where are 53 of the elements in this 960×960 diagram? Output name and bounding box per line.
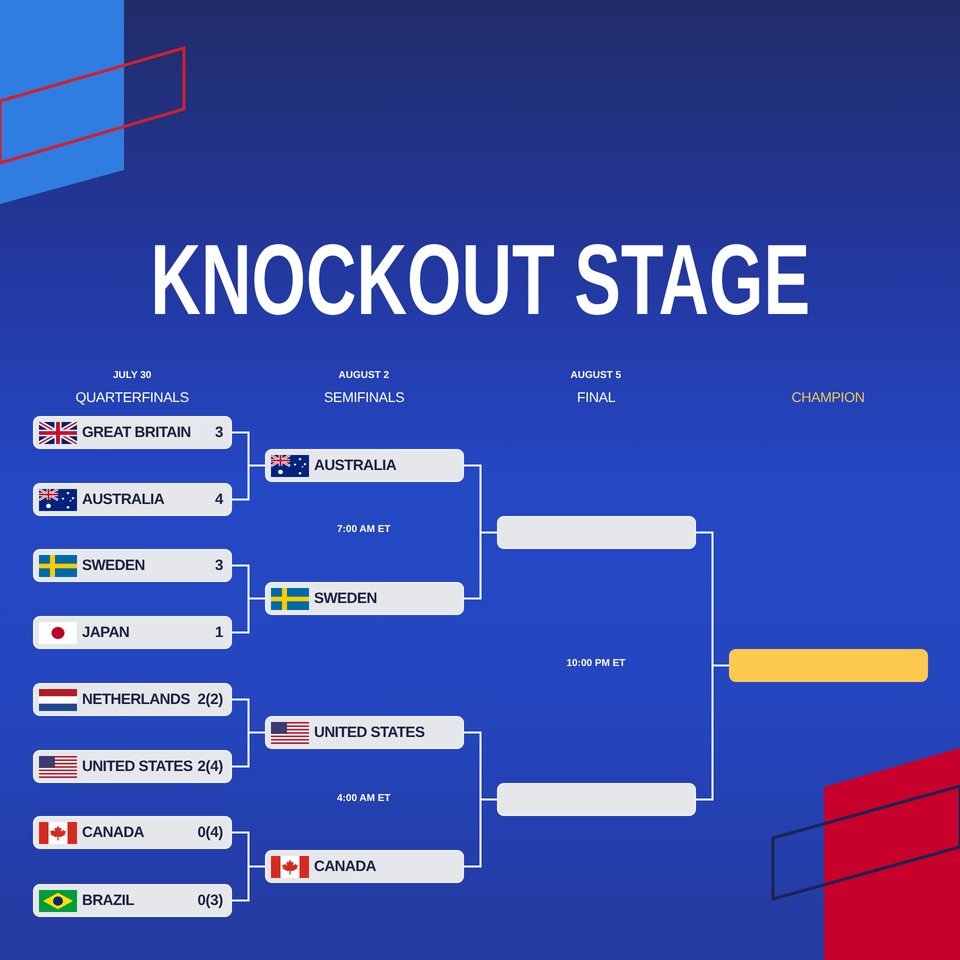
team-name: NETHERLANDS bbox=[82, 691, 190, 709]
bracket-line bbox=[232, 464, 265, 500]
time-label: 4:00 AM ET bbox=[337, 793, 391, 804]
team-box bbox=[33, 616, 232, 649]
time-label: 10:00 PM ET bbox=[566, 658, 626, 670]
bracket-line bbox=[232, 732, 265, 768]
title: KNOCKOUT STAGE bbox=[150, 226, 810, 334]
bracket-line bbox=[464, 798, 497, 868]
team-name: AUSTRALIA bbox=[314, 457, 396, 475]
bracket-line bbox=[232, 866, 265, 902]
date-label: JULY 30 bbox=[113, 370, 152, 382]
score: 0(4) bbox=[198, 824, 223, 842]
empty-slot-box bbox=[497, 783, 696, 816]
bracket-line bbox=[464, 532, 497, 600]
team-box bbox=[33, 884, 232, 917]
score: 4 bbox=[214, 491, 223, 509]
team-box bbox=[33, 549, 232, 582]
score: 2(2) bbox=[198, 691, 223, 709]
team-box bbox=[33, 750, 232, 783]
team-box bbox=[265, 716, 464, 749]
empty-slot-box bbox=[497, 516, 696, 549]
team-name: CANADA bbox=[82, 824, 144, 842]
time-label: 7:00 AM ET bbox=[337, 524, 391, 536]
team-box bbox=[33, 416, 232, 449]
score: 3 bbox=[214, 557, 223, 575]
date-label: AUGUST 5 bbox=[570, 370, 622, 382]
team-name: BRAZIL bbox=[82, 892, 134, 910]
score: 0(3) bbox=[198, 892, 223, 910]
round-heading: QUARTERFINALS bbox=[76, 389, 189, 406]
team-name: SWEDEN bbox=[314, 590, 377, 608]
team-name: AUSTRALIA bbox=[82, 491, 164, 509]
team-name: GREAT BRITAIN bbox=[82, 424, 191, 442]
team-name: UNITED STATES bbox=[82, 758, 192, 776]
score: 1 bbox=[214, 624, 223, 642]
bracket-line bbox=[232, 598, 265, 634]
team-box bbox=[265, 850, 464, 883]
team-box bbox=[33, 483, 232, 516]
team-name: JAPAN bbox=[82, 624, 130, 642]
round-heading: SEMIFINALS bbox=[324, 389, 404, 406]
team-box bbox=[265, 449, 464, 482]
bracket-line bbox=[696, 664, 729, 800]
team-box bbox=[33, 683, 232, 716]
team-name: SWEDEN bbox=[82, 557, 145, 575]
empty-slot-box bbox=[729, 649, 928, 682]
team-name: CANADA bbox=[314, 858, 376, 876]
team-name: UNITED STATES bbox=[314, 724, 424, 742]
team-box bbox=[265, 582, 464, 615]
round-heading: FINAL bbox=[577, 389, 616, 406]
score: 3 bbox=[214, 424, 223, 442]
round-heading: CHAMPION bbox=[792, 389, 865, 406]
date-label: AUGUST 2 bbox=[338, 370, 390, 382]
team-box bbox=[33, 816, 232, 849]
score: 2(4) bbox=[198, 758, 223, 776]
